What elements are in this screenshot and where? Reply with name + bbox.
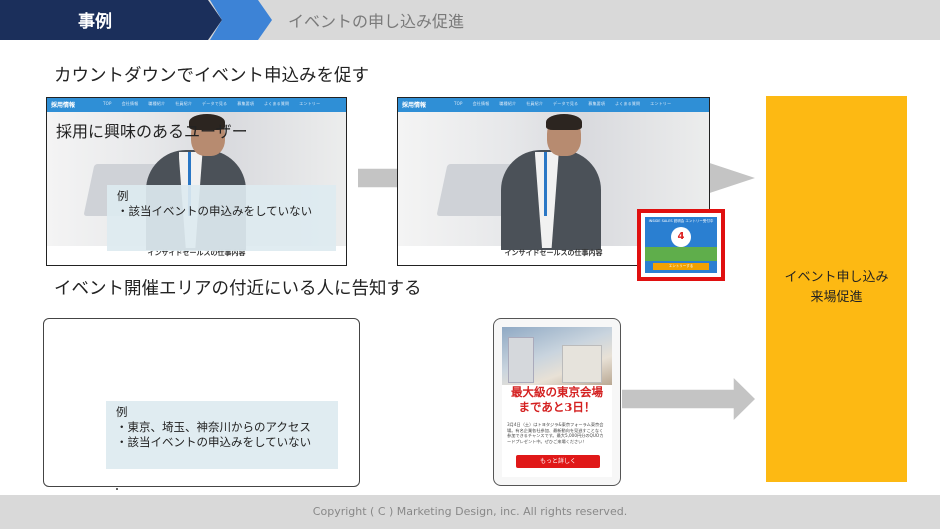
flow-arrow-bottom (622, 378, 755, 420)
tablet-device: 最大級の東京会場 まであと3日！ 3月4日（土）はトヨタジラ&東京フォーラム東京… (493, 318, 621, 486)
countdown-number: 4 (671, 227, 691, 247)
countdown-banner[interactable]: INSIDE SALES 説明会 エントリー受付中 4 エントリーする (645, 217, 717, 273)
banner-heading: INSIDE SALES 説明会 エントリー受付中 (648, 219, 714, 223)
result-panel: イベント申し込み 来場促進 (766, 96, 907, 482)
site-logo: 採用情報 (402, 102, 427, 109)
banner-green-band (645, 247, 717, 261)
condition-note-1: 例 ・該当イベントの申込みをしていない (107, 185, 336, 251)
result-label: イベント申し込み 来場促進 (784, 270, 889, 305)
note-line: ・東京、埼玉、神奈川からのアクセス (116, 420, 311, 434)
section1-title: カウントダウンでイベント申込みを促す (54, 66, 369, 86)
banner-entry-button[interactable]: エントリーする (653, 263, 709, 270)
stray-dot (116, 488, 118, 490)
ad-more-button[interactable]: もっと詳しく (516, 455, 600, 468)
building-shape (562, 345, 602, 383)
site-logo: 採用情報 (51, 102, 76, 109)
section-badge: 事例 (0, 0, 222, 40)
tablet-ad-screen[interactable]: 最大級の東京会場 まであと3日！ 3月4日（土）はトヨタジラ&東京フォーラム東京… (502, 327, 612, 477)
target-user-label: 採用に興味のあるユーザー (56, 122, 248, 141)
person-hair (545, 114, 582, 130)
ad-headline: 最大級の東京会場 まであと3日！ (511, 385, 603, 414)
section2-title: イベント開催エリアの付近にいる人に告知する (54, 279, 422, 299)
copyright-text: Copyright ( C ) Marketing Design, inc. A… (312, 505, 628, 518)
site-caption: インサイドセールスの仕事内容 (147, 249, 246, 257)
site-caption: インサイドセールスの仕事内容 (504, 249, 603, 257)
lanyard (187, 152, 191, 216)
note-line: ・該当イベントの申込みをしていない (116, 435, 312, 449)
section-badge-label: 事例 (78, 12, 112, 32)
lanyard (544, 152, 548, 216)
ad-body-text: 3月4日（土）はトヨタジラ&東京フォーラム東京会場。有名企業各社参加、最新動向を… (507, 422, 604, 444)
footer-bar: Copyright ( C ) Marketing Design, inc. A… (0, 495, 940, 529)
note-line: ・該当イベントの申込みをしていない (117, 204, 313, 218)
condition-note-2: 例 ・東京、埼玉、神奈川からのアクセス ・該当イベントの申込みをしていない (106, 401, 338, 469)
venue-photo (502, 327, 612, 385)
header-bar: 事例 イベントの申し込み促進 (0, 0, 940, 40)
note-label: 例 (117, 189, 129, 203)
slide-subject: イベントの申し込み促進 (288, 12, 465, 31)
note-label: 例 (116, 405, 128, 419)
building-shape (508, 337, 534, 383)
person-hair (189, 114, 226, 130)
countdown-banner-highlight[interactable]: INSIDE SALES 説明会 エントリー受付中 4 エントリーする (637, 209, 725, 281)
